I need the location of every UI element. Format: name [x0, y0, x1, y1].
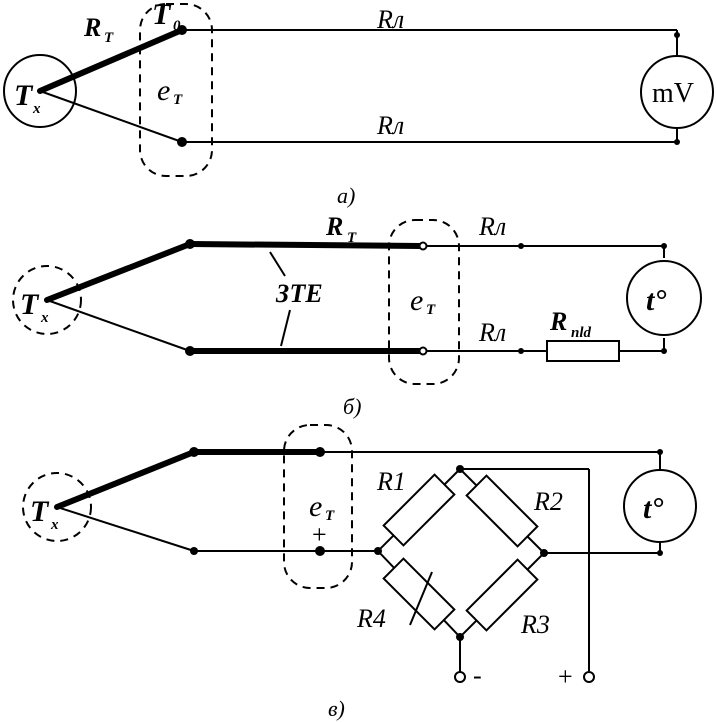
resistor-label-r1: R1: [376, 467, 406, 496]
millivoltmeter-label: mV: [652, 78, 694, 109]
junction-dot: [674, 32, 680, 38]
hot-junction-circle-b: [12, 265, 82, 335]
junction-dot: [518, 243, 524, 249]
thermocouple-resistance-label-b: R: [325, 212, 343, 241]
bridge-resistor-r2: [465, 474, 539, 548]
emf-label-b: e: [410, 284, 423, 317]
line-resistance-bottom-b: Rл: [478, 318, 506, 347]
terminal-open: [418, 346, 428, 356]
caption-c: в): [328, 696, 345, 721]
thermocouple-electrode-thick-c: [54, 449, 197, 510]
junction-dot: [374, 547, 382, 555]
bridge-resistor-r4: [382, 557, 456, 631]
cold-junction-zone-c: [283, 424, 353, 589]
hot-junction-label-a: T: [14, 79, 34, 112]
temperature-meter-circle-c: [623, 469, 697, 543]
junction-dot: [657, 550, 663, 556]
caption-a: а): [337, 183, 355, 208]
temperature-meter-label-b: t°: [646, 284, 666, 317]
adjust-resistance-label: R: [549, 307, 567, 336]
thermocouple-electrode-thin-c: [56, 506, 195, 552]
line-resistance-top-b: Rл: [478, 212, 506, 241]
cold-junction-zone-a: [139, 3, 213, 177]
caption-b: б): [343, 394, 361, 419]
emf-sub-a: T: [173, 92, 183, 108]
adjust-resistor-b: [546, 340, 620, 362]
bridge-resistor-r3: [465, 558, 539, 632]
junction-dot: [674, 139, 680, 145]
hot-junction-label-c: T: [30, 495, 50, 528]
hot-junction-label-b: T: [20, 288, 40, 321]
junction-dot: [661, 243, 667, 249]
junction-dot: [661, 348, 667, 354]
thermocouple-electrode-thick-a: [37, 27, 185, 94]
thermocouple-resistance-sub-a: T: [104, 30, 114, 46]
resistor-label-r2: R2: [533, 487, 563, 516]
temperature-meter-label-c: t°: [643, 492, 663, 525]
millivoltmeter-circle: [640, 55, 714, 129]
extension-wire-thick-b: [187, 241, 423, 249]
hot-junction-sub-c: x: [50, 517, 59, 533]
junction-dot: [657, 449, 663, 455]
diagram-a: T x mV T 0 e T R T Rл Rл а): [3, 0, 714, 208]
r4-thermistor-mark: [409, 571, 433, 626]
supply-minus-label: -: [473, 661, 482, 690]
cold-junction-label: T: [152, 0, 172, 31]
hot-junction-sub-a: x: [32, 101, 41, 117]
resistor-label-r3: R3: [520, 610, 550, 639]
adjust-resistance-sub: пld: [571, 325, 592, 341]
emf-label-c: e: [309, 490, 322, 523]
extension-pointer-upper: [269, 251, 286, 277]
supply-terminal-minus: [454, 671, 466, 683]
plus-mark-c: +: [312, 520, 327, 549]
supply-terminal-plus: [583, 671, 595, 683]
hot-junction-circle-c: [22, 472, 92, 542]
bridge-resistor-r1: [382, 473, 456, 547]
temperature-meter-circle-b: [626, 260, 702, 336]
thermocouple-resistance-label-a: R: [83, 13, 101, 42]
terminal-open: [418, 241, 428, 251]
emf-sub-b: T: [426, 302, 436, 318]
cold-junction-sub: 0: [173, 18, 181, 34]
thermocouple-electrode-thin-a: [39, 90, 183, 143]
junction-dot: [518, 348, 524, 354]
line-resistance-top-a: Rл: [376, 5, 404, 34]
emf-label-a: e: [157, 74, 170, 107]
thermocouple-resistance-sub-b: T: [347, 230, 357, 246]
thermocouple-electrode-thick-b: [44, 241, 193, 303]
hot-junction-sub-b: x: [40, 310, 49, 326]
emf-sub-c: T: [325, 508, 335, 524]
thermocouple-electrode-thin-b: [46, 299, 191, 352]
extension-pointer-lower: [280, 309, 291, 347]
junction-dot: [315, 546, 325, 556]
supply-plus-label: +: [558, 662, 573, 691]
line-resistance-bottom-a: Rл: [376, 111, 404, 140]
extension-wire-label: ЗТЕ: [275, 279, 323, 308]
diagram-c: T x e T + - +: [22, 424, 697, 721]
cold-junction-zone-b: [388, 219, 460, 385]
diagram-b: T x t° e T R T ЗТЕ Rл Rл R пld б): [12, 212, 702, 419]
resistor-label-r4: R4: [356, 604, 386, 633]
hot-junction-circle-a: [3, 54, 77, 128]
